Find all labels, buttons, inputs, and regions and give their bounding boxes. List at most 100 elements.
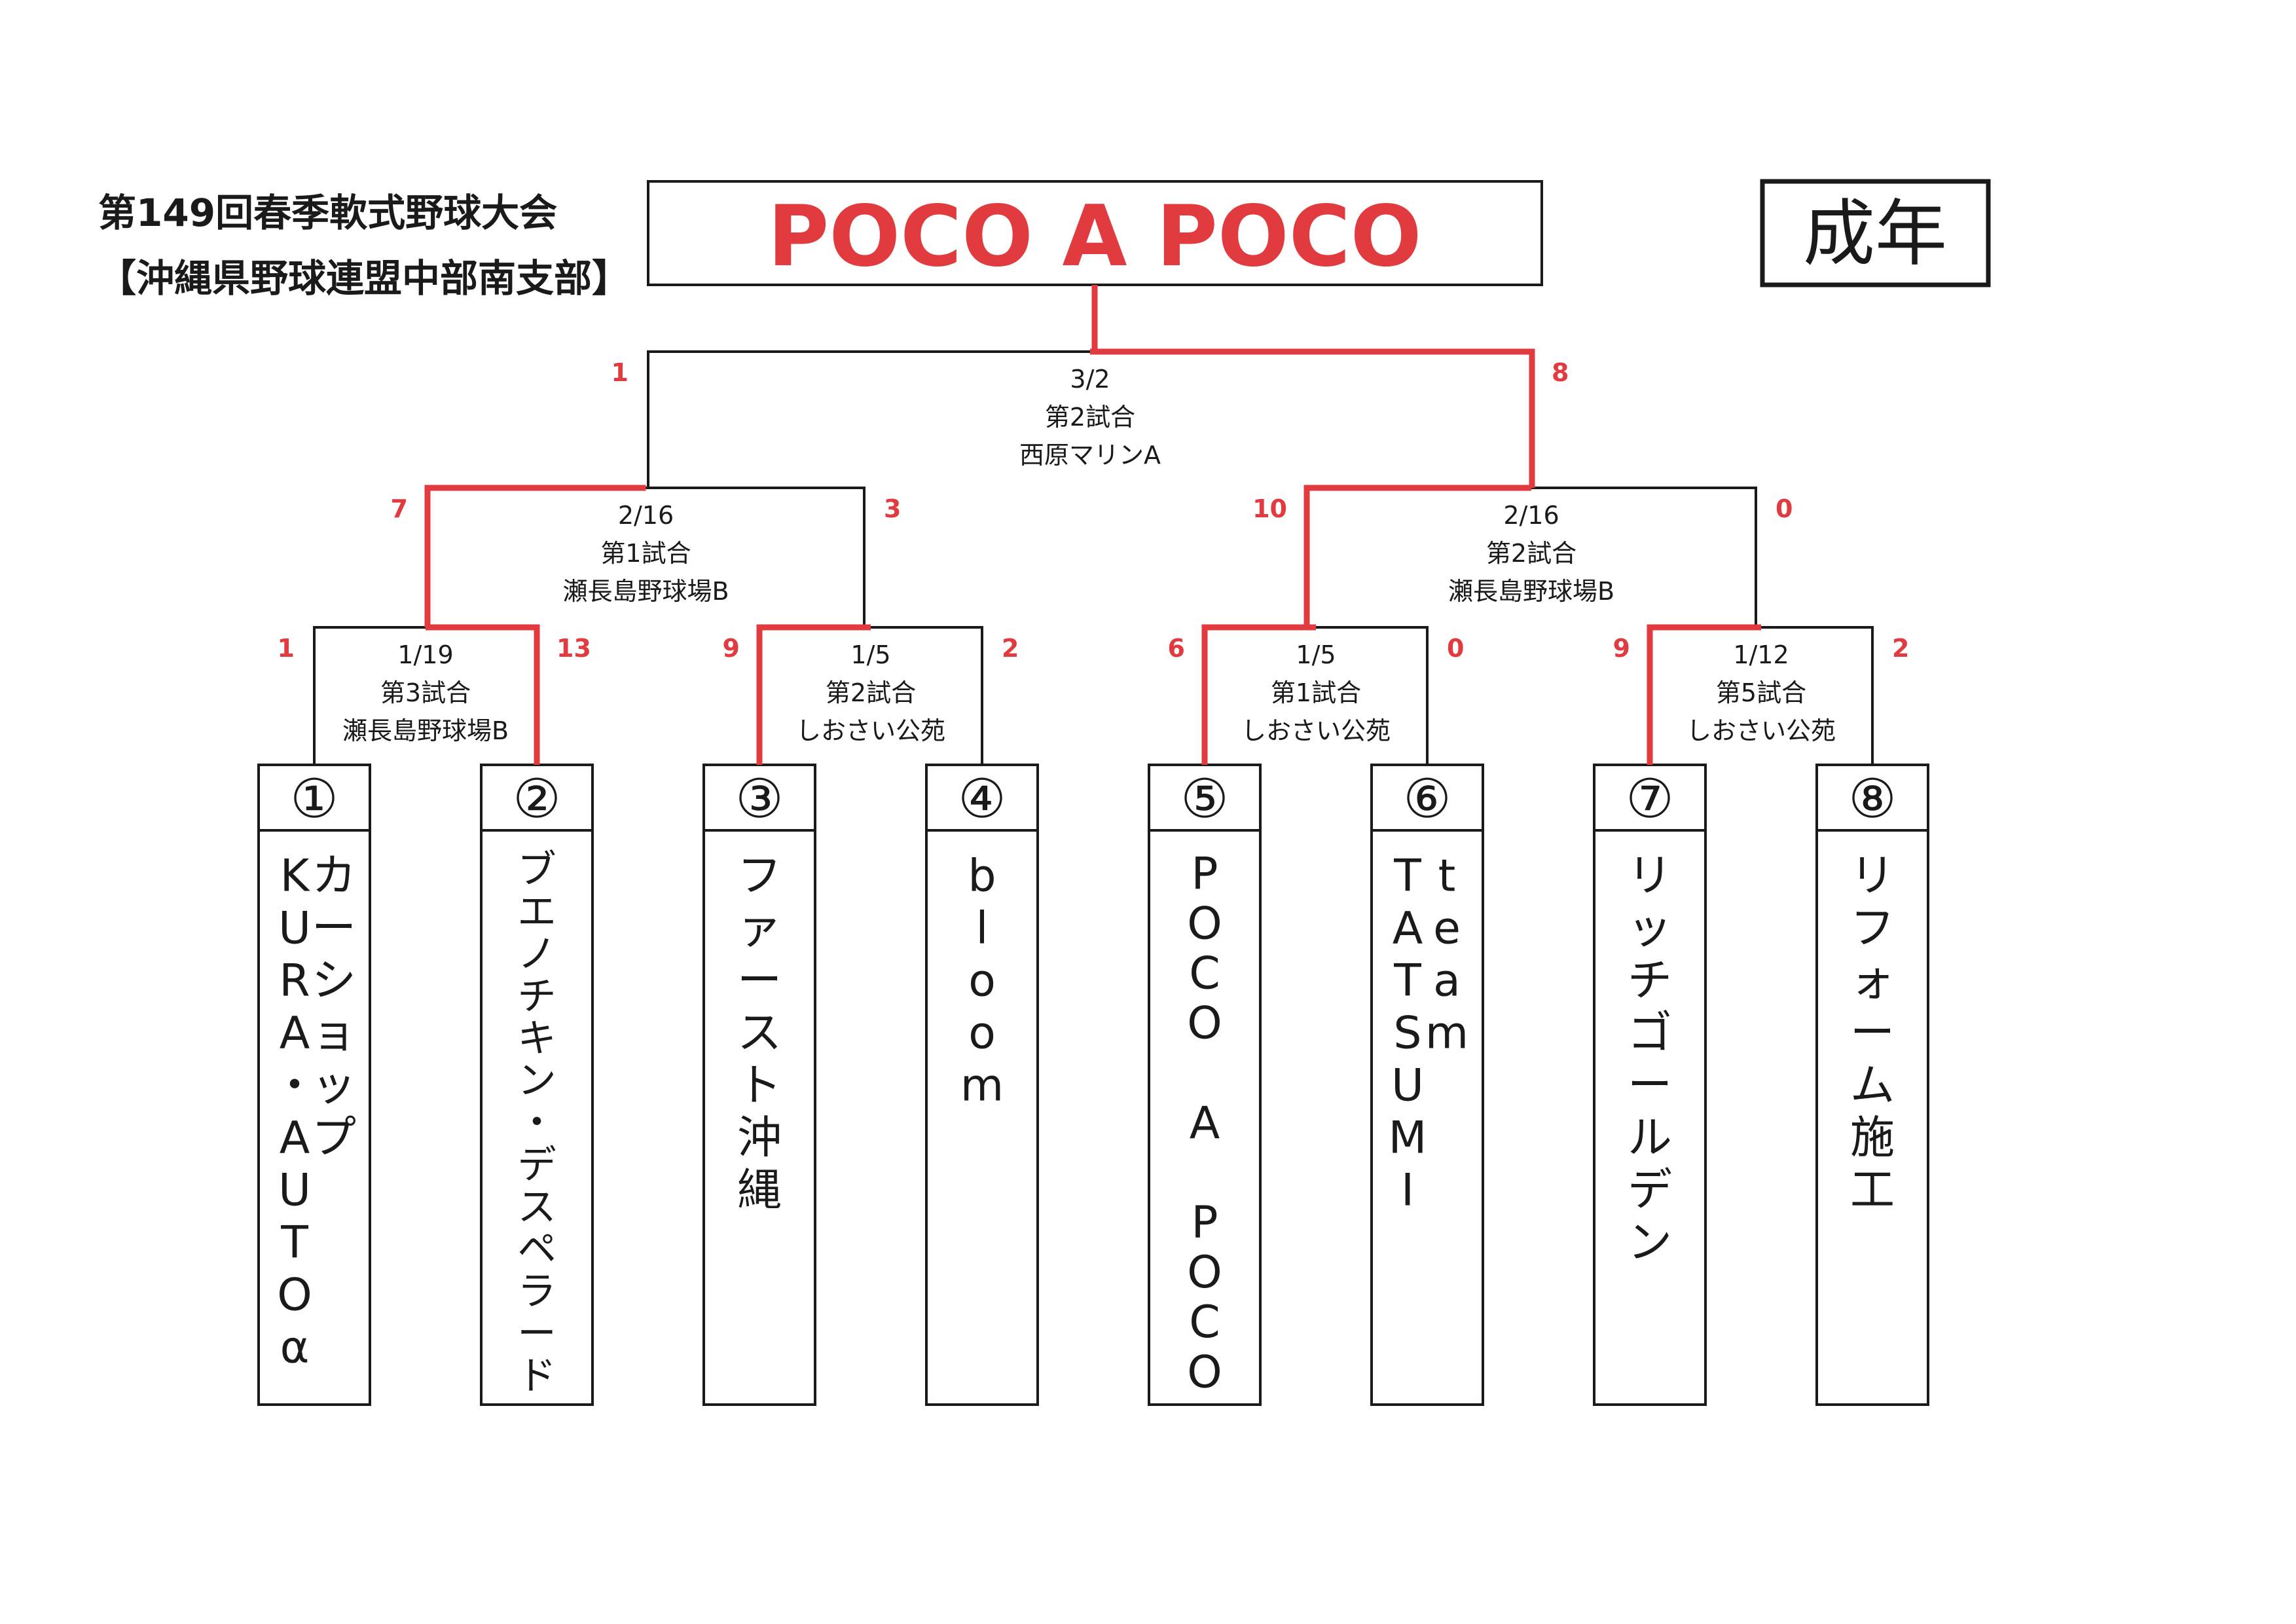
match-venue: 西原マリンA — [1019, 441, 1161, 470]
winner-path — [424, 285, 1761, 765]
team-name-char: O — [277, 1269, 312, 1321]
team-name-char: キ — [517, 1016, 556, 1061]
team-name-char: ペ — [517, 1227, 556, 1272]
team-name-char: ッ — [312, 1060, 356, 1111]
team-seed: ③ — [735, 768, 784, 830]
team-name-char: 工 — [1850, 1164, 1895, 1216]
match-date: 1/5 — [850, 640, 890, 669]
team-name-char: フ — [737, 850, 782, 902]
team-name-char: t — [1438, 850, 1456, 902]
team-name-char: ム — [1850, 1060, 1895, 1111]
right-score: 13 — [556, 634, 591, 663]
team-name-char: ー — [1850, 1007, 1895, 1059]
winner-line — [1201, 624, 1316, 765]
team-name-char: ァ — [737, 902, 782, 954]
team-seed: ② — [513, 768, 561, 830]
winner-line — [1647, 624, 1761, 765]
team-name-char: O — [1187, 898, 1222, 950]
match-date: 2/16 — [1503, 501, 1559, 530]
team-name-char: M — [1389, 1112, 1427, 1164]
team-name-char: P — [1191, 848, 1218, 900]
team-name-char: ・ — [517, 1100, 556, 1145]
team-name-char: 縄 — [737, 1164, 782, 1216]
team-name-char: シ — [312, 955, 356, 1006]
team-name-char: ド — [517, 1353, 556, 1398]
team-name-char: リ — [1628, 850, 1672, 902]
left-score: 9 — [1613, 634, 1630, 663]
team-name-char: P — [1191, 1197, 1218, 1249]
team-name-char: ョ — [312, 1007, 356, 1059]
team-seed: ⑧ — [1848, 768, 1897, 830]
team-name-char: ブ — [517, 847, 556, 892]
team-name-char: ノ — [517, 931, 556, 976]
team-name-char: e — [1433, 902, 1461, 954]
match-date: 3/2 — [1070, 365, 1110, 394]
division-label: 成年 — [1803, 192, 1947, 276]
team-name-char: ォ — [1850, 955, 1895, 1006]
tournament-title: 第149回春季軟式野球大会 — [98, 191, 557, 235]
team-name-char: 施 — [1850, 1112, 1895, 1164]
team-name-char: U — [278, 1164, 311, 1216]
team-name-char: 沖 — [737, 1112, 782, 1164]
team-name-char: カ — [312, 850, 356, 902]
match-game: 第1試合 — [600, 539, 691, 568]
left-score: 1 — [278, 634, 295, 663]
winner-line — [1090, 348, 1535, 488]
winner-line — [1303, 485, 1531, 627]
right-score: 8 — [1552, 358, 1569, 387]
winner-line — [756, 624, 871, 765]
team-name-char: C — [1189, 1297, 1220, 1348]
team-seed: ④ — [958, 768, 1006, 830]
team-name-char: l — [976, 902, 989, 954]
left-score: 6 — [1168, 634, 1185, 663]
team-name-char: T — [1393, 955, 1421, 1006]
team-name-char: A — [280, 1112, 310, 1164]
match-date: 1/19 — [397, 640, 453, 669]
match-game: 第2試合 — [826, 678, 916, 707]
winner-line — [426, 624, 540, 765]
team-boxes: ①カーショップKURA・AUTOα②ブエノチキン・デスペラード③ファースト沖縄④… — [257, 764, 1929, 1406]
champion-name: POCO A POCO — [768, 188, 1422, 286]
team-seed: ① — [290, 768, 338, 830]
team-name-char: エ — [517, 889, 556, 934]
team-name-char: C — [1189, 948, 1220, 1000]
team-name-char: o — [968, 1007, 996, 1059]
team-name-char: プ — [312, 1112, 356, 1164]
team-name-char: A — [1393, 902, 1423, 954]
team-name-char: チ — [1628, 955, 1672, 1006]
team-name-char: ー — [1628, 1060, 1672, 1111]
organizer-label: 【沖縄県野球連盟中部南支部】 — [98, 256, 630, 301]
match-venue: しおさい公苑 — [796, 716, 945, 745]
right-score: 0 — [1776, 494, 1793, 523]
team-name-char: α — [280, 1321, 310, 1373]
left-score: 9 — [723, 634, 740, 663]
left-score: 1 — [611, 358, 629, 387]
team-name-char: T — [1393, 850, 1421, 902]
match-game: 第3試合 — [380, 678, 471, 707]
team-name-char: U — [1391, 1060, 1424, 1111]
team-name-char: U — [278, 902, 311, 954]
winner-line — [424, 485, 646, 627]
team-name-char: R — [279, 955, 310, 1006]
right-score: 2 — [1892, 634, 1909, 663]
left-score: 10 — [1252, 494, 1287, 523]
team-name-char: b — [968, 850, 996, 902]
match-game: 第1試合 — [1271, 678, 1361, 707]
team-name-char: デ — [517, 1142, 556, 1187]
team-name-char: I — [1401, 1164, 1414, 1216]
team-name-char: ラ — [517, 1268, 556, 1314]
division-badge: 成年 — [1760, 179, 1991, 287]
team-name-char: ・ — [272, 1060, 317, 1111]
team-name-char: T — [280, 1217, 308, 1268]
match-venue: 瀬長島野球場B — [1448, 577, 1614, 606]
team-name-char: ル — [1628, 1112, 1672, 1164]
team-name-char: O — [1187, 1346, 1222, 1398]
team-name-char: デ — [1628, 1164, 1672, 1216]
team-name-char: ッ — [1628, 902, 1672, 954]
